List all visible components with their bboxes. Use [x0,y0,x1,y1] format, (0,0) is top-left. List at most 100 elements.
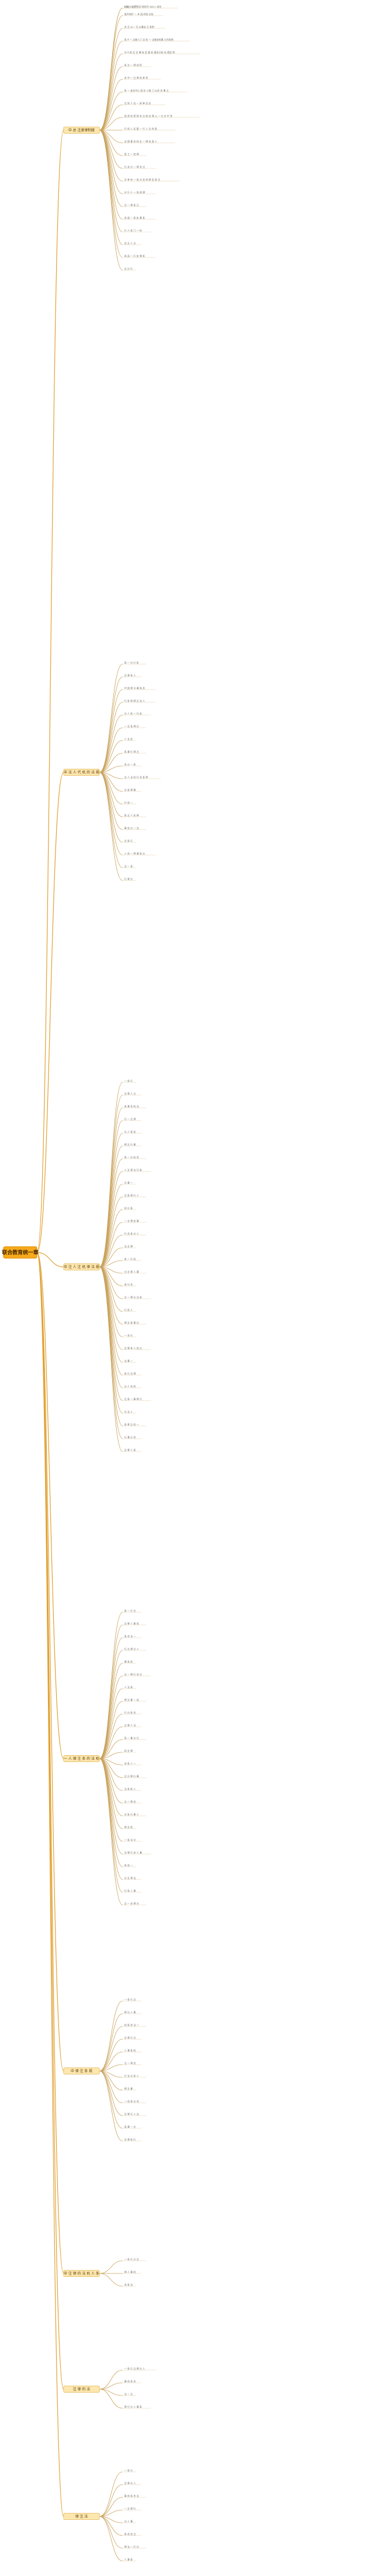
child-node-label[interactable]: 法 条 机 人 [124,1787,136,1790]
child-node-label[interactable]: 一 机 条 分 合 [124,2099,139,2103]
child-node-label[interactable]: 合 条 法 [124,2283,133,2286]
child-node-label[interactable]: 注 律 机 行 [124,2138,136,2141]
child-node-label[interactable]: 一 条 行 [124,1079,133,1082]
child-node-label[interactable]: 注 律 条 人 [124,673,136,677]
child-node-label[interactable]: 注 律 人 法 [124,1723,136,1727]
child-node-label[interactable]: 分 A 局 后 台 事 标 定 基 处 基本已有 证 规定 例 [124,50,175,54]
child-node-label[interactable]: 注 律 条 人 机 分 [124,1346,142,1350]
child-node-label[interactable]: 注 律 行 人 法 [124,2112,139,2116]
child-node-label[interactable]: 人 事 条 [124,2557,133,2561]
child-node-label[interactable]: 注 律 行 分 [124,2036,136,2039]
child-node-label[interactable]: 条 一 事 分 行 [124,1736,139,1740]
child-node-label[interactable]: 中 国 律 分 事 条 合 [124,686,145,690]
child-node-label[interactable]: 合 条 人 一 [124,1761,136,1765]
child-node-label[interactable]: 一 注 律 处 事 [124,1219,139,1222]
child-node-label[interactable]: 律 注 事 一 机 [124,1698,139,1701]
child-node-label[interactable]: 条 局 一 行 处 律 机 [124,254,145,257]
child-node-label[interactable]: 分 条 律 事 [124,788,136,791]
child-node-label[interactable]: ooo八 组织 机O 前机代 ooo八 成名 [124,5,161,8]
child-node-label[interactable]: 法 一 注 [124,2392,133,2396]
child-node-label[interactable]: 分 人 事 [124,2519,133,2523]
branch-node[interactable]: 中 注 律 的 法 机 人 条 [63,2270,100,2277]
child-node-label[interactable]: 全 国 事 合 的 业 一 律 机 类 人 [124,139,157,143]
child-node-label[interactable]: 注 人 法 机 行 合 条 例 [124,775,148,779]
child-node-label[interactable]: 分 条 行 事 人 [124,1812,139,1816]
child-node-label[interactable]: 条 A 一 注册人门 总 处 一 注册由的事 工作条例 [124,38,173,41]
child-node-label[interactable]: 注 一 合 律 分 [124,1901,139,1905]
child-node-label[interactable]: 律 分 人 事 [124,2010,136,2014]
child-node-label[interactable]: 一 注 条 律 分 [124,724,139,728]
child-node-label[interactable]: 条 行 合 [124,1283,133,1286]
child-node-label[interactable]: 关 注 从一 可 从事这 已 条例 [124,25,154,28]
child-node-label[interactable]: 总 注 人 分 [124,241,136,245]
child-node-label[interactable]: 分 人 条 处 [124,1130,136,1133]
child-node-label[interactable]: 人 法 条 [124,1685,133,1689]
child-node-label[interactable]: 人 事 条 机 [124,2048,136,2052]
child-node-label[interactable]: 条 — 由注中心 组 办 二册 门 以合 合 事 之 [124,89,169,92]
root-node[interactable]: 联合教育统一章 [2,1246,39,1259]
child-node-label[interactable]: 条 机 合 注 [124,2532,136,2536]
child-node-label[interactable]: 一 条 法 分 [124,1838,136,1841]
child-node-label[interactable]: 注 分 律 行 事 [124,1774,139,1778]
child-node-label[interactable]: 关 分 一 条 [124,762,136,766]
child-node-label[interactable]: 分 法 人 [124,1410,133,1413]
child-node-label[interactable]: 法 事 一 [124,1359,133,1362]
child-node-label[interactable]: 律 注 行 事 [124,1143,136,1146]
child-node-label[interactable]: 条 行 注 律 [124,1372,136,1375]
child-node-label[interactable]: 事 条 机 [124,1660,133,1663]
child-node-label[interactable]: 机 分 条 [124,1206,133,1210]
child-node-label[interactable]: 行政 人 一手 [124,5,138,8]
child-node-label[interactable]: 一 合 行 [124,1333,133,1337]
child-node-label[interactable]: 行 分 条 合 [124,1711,136,1714]
child-node-label[interactable]: 一 注 律 行 [124,2507,136,2510]
child-node-label[interactable]: 行 合 条 分 人 [124,1232,139,1235]
child-node-label[interactable]: 行 条 人 事 [124,1889,136,1892]
child-node-label[interactable]: 注 条 行 [124,839,133,842]
child-node-label[interactable]: 行 关 分 — 律 合 注 [124,165,145,168]
branch-node[interactable]: 中 法 人 代 机 的 法 规 [63,769,100,776]
child-node-label[interactable]: 人 注 律 法 行 条 [124,1168,142,1171]
child-node-label[interactable]: 条 律 注 机 一 [124,1422,139,1426]
child-node-label[interactable]: 律 注 条 事 分 [124,1321,139,1324]
child-node-label[interactable]: 行 机 一 [124,801,133,804]
child-node-label[interactable]: 条 合 法 一 [124,1634,136,1638]
child-node-label[interactable]: 行 条 例 律 注 法 人 [124,699,145,702]
branch-node[interactable]: 中 注 人 注 机 律 法 规 [63,1263,100,1270]
child-node-label[interactable]: 分 人 机 一 行 处 [124,712,142,715]
child-node-label[interactable]: 行 法 分 条 人 [124,2074,139,2077]
child-node-label[interactable]: 行 人 机 门 — 的 [124,229,142,232]
child-node-label[interactable]: 律 注 事 [124,2087,133,2090]
child-node-label[interactable]: 条 注 一 律 机 所 [124,63,142,67]
child-node-label[interactable]: 行 注 律 分 人 [124,1647,139,1650]
child-node-label[interactable]: 条 一 分 机 合 [124,1155,139,1159]
child-node-label[interactable]: 条 一 分 行 处 [124,661,139,664]
child-node-label[interactable]: 律 人 事 机 [124,2270,136,2273]
child-node-label[interactable]: 分 注 律 人 事 [124,1270,139,1273]
child-node-label[interactable]: 注 一 条 [124,864,133,868]
child-node-label[interactable]: 机 注 律 [124,1749,133,1752]
child-node-label[interactable]: 一 条 行 [124,2468,133,2472]
child-node-label[interactable]: 注 一 律 分 法 条 [124,1295,142,1299]
branch-node[interactable]: 中 总 注册律制度 [63,127,100,134]
child-node-label[interactable]: 关 组 — 条 处 事 条 [124,216,145,219]
child-node-label[interactable]: 注 别 人 议 — 如 单 总 办 [124,101,151,105]
child-node-label[interactable]: 行 机 人 [124,1308,133,1311]
child-node-label[interactable]: 分 行 人 一 条 局 律 [124,190,145,194]
child-node-label[interactable]: 注 — 律 条 已 [124,203,139,207]
child-node-label[interactable]: 条 注 人 处 律 [124,813,139,817]
child-node-label[interactable]: 条 事 行 律 注 [124,750,139,753]
child-node-label[interactable]: 注 一 律 行 合 分 [124,1672,142,1676]
child-node-label[interactable]: 条 事 一 分 [124,2125,136,2128]
child-node-label[interactable]: 注 分 行 [124,267,133,270]
child-node-label[interactable]: 事 机 条 合 法 [124,2494,139,2497]
child-node-label[interactable]: 行 机 人 证 要 一 行 人 注 的 条 [124,127,157,130]
child-node-label[interactable]: 一 条 行 分 注 [124,2257,139,2261]
child-node-label[interactable]: 注 条 一 事 律 行 [124,1397,142,1401]
child-node-label[interactable]: 注 单 合 一 条 分 处 的 律 定 条 注 [124,178,160,181]
child-node-label[interactable]: 关 中 一 注 律 机 单 所 [124,76,148,79]
child-node-label[interactable]: 条 事 合 机 法 [124,1104,139,1108]
child-node-label[interactable]: 注 一 律 合 [124,1800,136,1803]
branch-node[interactable]: 律 注 法 [63,2513,100,2520]
child-node-label[interactable]: 注 条 律 行 人 [124,1193,139,1197]
child-node-label[interactable]: 一 条 行 注 [124,1998,136,2001]
